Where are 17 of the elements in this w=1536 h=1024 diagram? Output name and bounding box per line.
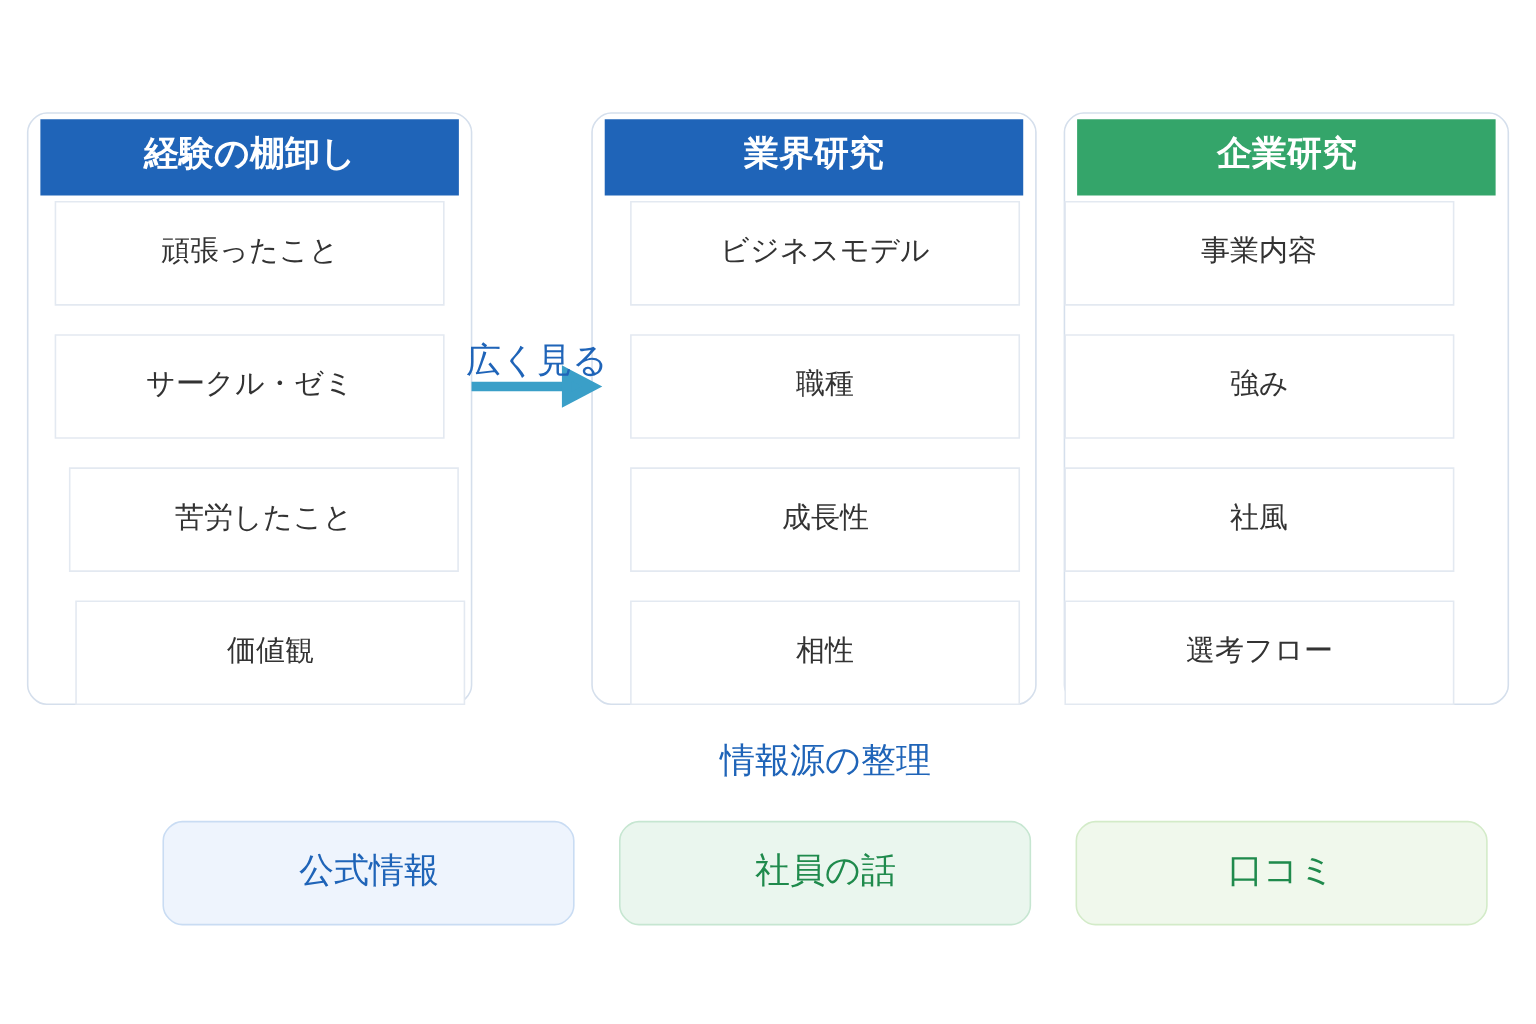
node-box: 職種 xyxy=(630,333,1021,439)
node-box: 価値観 xyxy=(75,599,466,705)
node-box: ビジネスモデル xyxy=(630,200,1021,306)
node-box: 苦労したこと xyxy=(68,466,459,572)
node-box: サークル・ゼミ xyxy=(54,333,445,439)
node-box: 頑張ったこと xyxy=(54,200,445,306)
arrow xyxy=(471,364,603,408)
node-box: 口コミ xyxy=(1075,820,1488,925)
node-box: 事業内容 xyxy=(1064,200,1455,306)
node-box: 相性 xyxy=(630,599,1021,705)
node-box: 強み xyxy=(1064,333,1455,439)
node-box: 社員の話 xyxy=(619,820,1032,925)
node-box: 公式情報 xyxy=(162,820,575,925)
node-box: 選考フロー xyxy=(1064,599,1455,705)
node-box: 成長性 xyxy=(630,466,1021,572)
label: 情報源の整理 xyxy=(719,739,931,780)
node-box: 社風 xyxy=(1064,466,1455,572)
